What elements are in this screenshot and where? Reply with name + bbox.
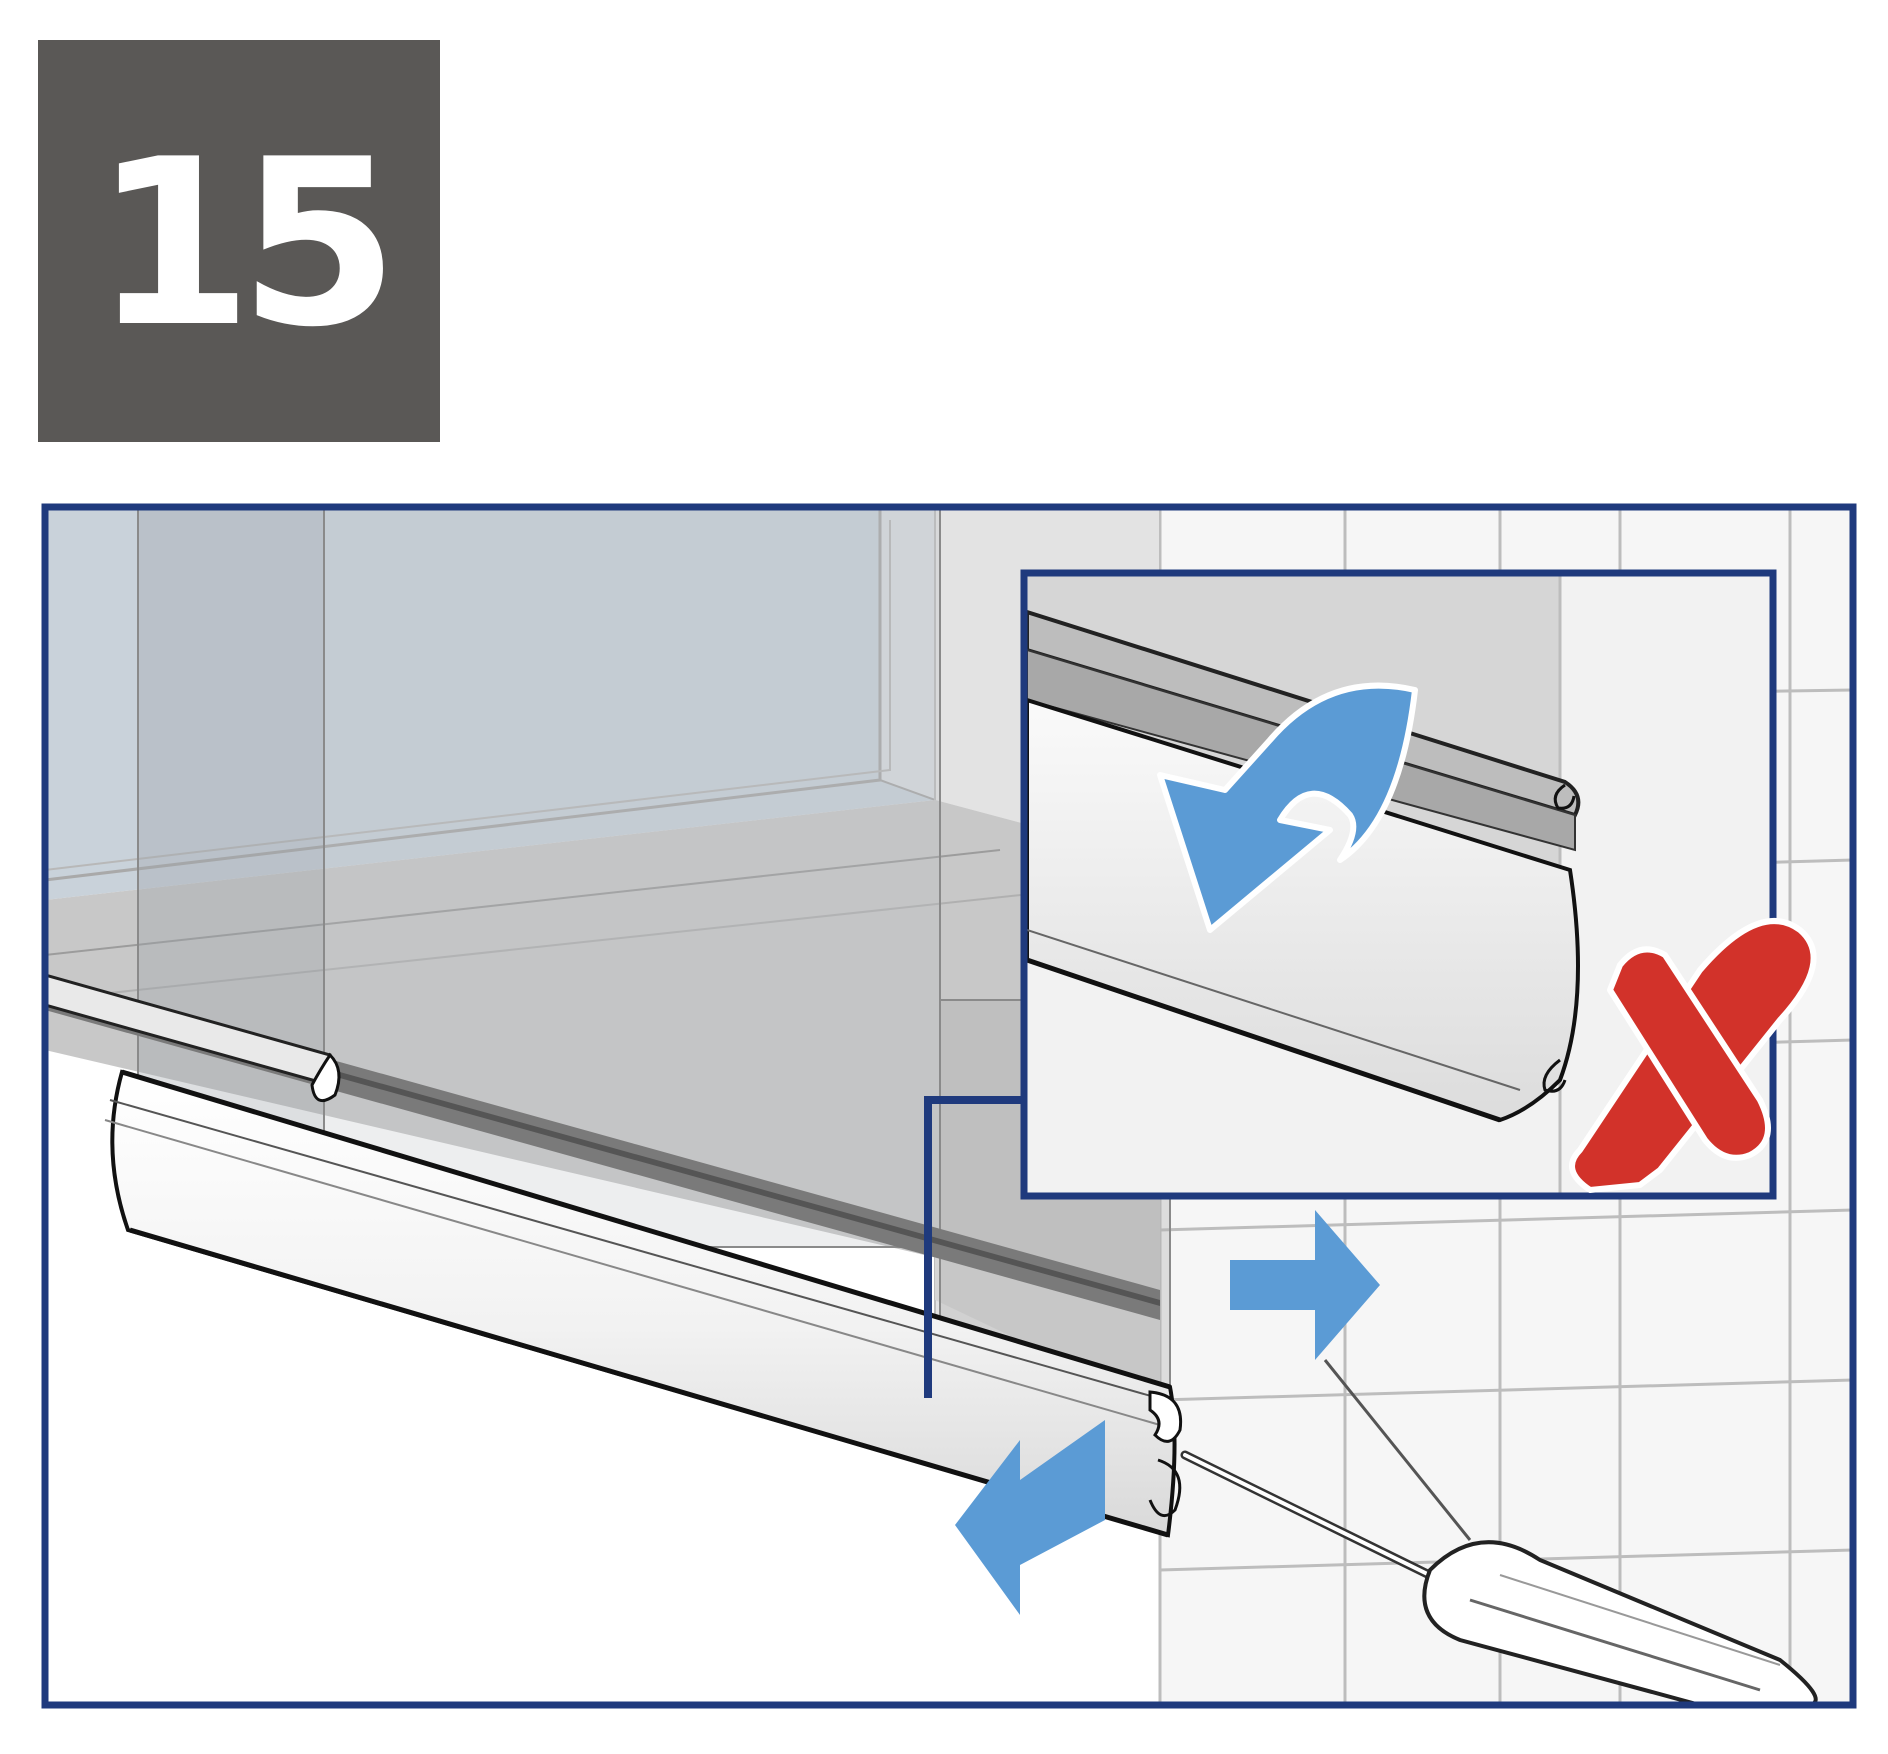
glass-panel-mid [323, 507, 941, 1248]
red-cross-icon [1569, 918, 1817, 1193]
step-number-badge: 15 [38, 40, 440, 442]
screwdriver-icon [1180, 1450, 1818, 1705]
callout-line [924, 1096, 1027, 1398]
blue-double-arrow-icon [955, 1210, 1380, 1615]
illustration-frame [41, 503, 1857, 1709]
step-number: 15 [92, 111, 399, 378]
blue-curved-arrow-icon [1157, 682, 1418, 933]
back-glass [45, 507, 935, 900]
door-seal-rail [45, 973, 1183, 1538]
